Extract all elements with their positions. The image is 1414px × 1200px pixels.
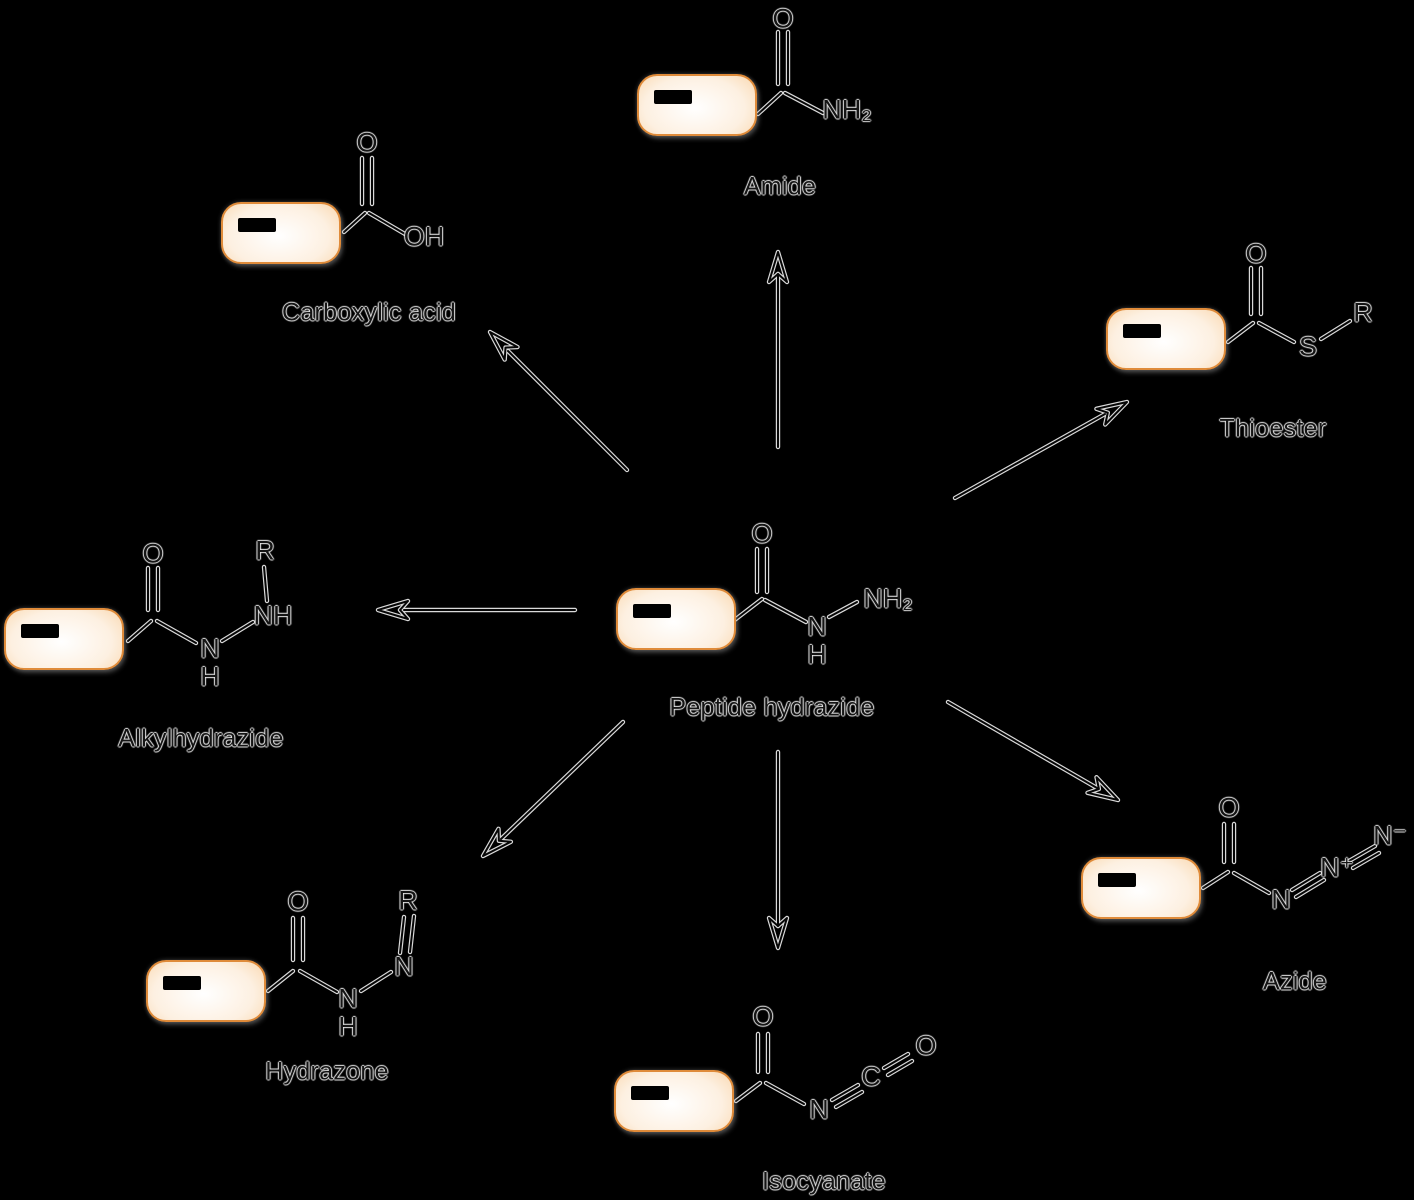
label-hydrazone: Hydrazone xyxy=(265,1057,389,1086)
atom-hydrogen: H xyxy=(807,639,827,670)
peptide-tag-bar-icon xyxy=(654,90,692,104)
peptide-pill-thioester xyxy=(1106,308,1226,370)
peptide-tag-bar-icon xyxy=(21,624,59,638)
peptide-pill-azide xyxy=(1081,857,1201,919)
peptide-pill-hydrazone xyxy=(146,960,266,1022)
atom-nitrogen-cation: N⁺ xyxy=(1320,852,1354,883)
atom-oxygen: O xyxy=(287,886,309,917)
atom-oxygen: O xyxy=(915,1030,937,1061)
peptide-tag-bar-icon xyxy=(633,604,671,618)
peptide-pill-isocyanate xyxy=(614,1070,734,1132)
label-thioester: Thioester xyxy=(1219,414,1327,443)
atom-r-group: R xyxy=(1353,297,1373,328)
atom-carbon: C xyxy=(861,1061,881,1092)
label-carboxylic-acid: Carboxylic acid xyxy=(281,298,457,327)
peptide-pill-carboxylic-acid xyxy=(221,202,341,264)
label-peptide-hydrazide: Peptide hydrazide xyxy=(669,693,875,722)
atom-oxygen: O xyxy=(751,518,773,549)
atom-oxygen: O xyxy=(1245,238,1267,269)
atom-hydroxyl: OH xyxy=(403,221,445,252)
atom-hydrogen: H xyxy=(338,1011,358,1042)
peptide-tag-bar-icon xyxy=(238,218,276,232)
peptide-tag-bar-icon xyxy=(1123,324,1161,338)
label-alkylhydrazide: Alkylhydrazide xyxy=(118,724,284,753)
atom-hydrogen: H xyxy=(200,661,220,692)
atom-r-group: R xyxy=(398,885,418,916)
atom-amine: NH₂ xyxy=(863,583,913,614)
label-isocyanate: Isocyanate xyxy=(762,1167,886,1196)
peptide-pill-alkylhydrazide xyxy=(4,608,124,670)
peptide-pill-center xyxy=(616,588,736,650)
peptide-tag-bar-icon xyxy=(163,976,201,990)
atom-oxygen: O xyxy=(142,538,164,569)
atom-r-group: R xyxy=(255,535,275,566)
label-azide: Azide xyxy=(1262,967,1328,996)
atom-oxygen: O xyxy=(356,127,378,158)
atom-nitrogen: N xyxy=(338,983,358,1014)
atom-oxygen: O xyxy=(772,3,794,34)
atom-nitrogen: N xyxy=(394,951,414,982)
atom-sulfur: S xyxy=(1298,331,1318,362)
atom-nitrogen-anion: N⁻ xyxy=(1373,820,1407,851)
atom-oxygen: O xyxy=(1218,792,1240,823)
atom-nitrogen: N xyxy=(1271,884,1291,915)
atom-amine: NH₂ xyxy=(822,94,872,125)
atom-nh-group: NH xyxy=(253,600,293,631)
atom-nitrogen: N xyxy=(807,611,827,642)
atom-oxygen: O xyxy=(752,1001,774,1032)
atom-nitrogen: N xyxy=(809,1094,829,1125)
peptide-pill-amide xyxy=(637,74,757,136)
label-amide: Amide xyxy=(743,172,817,201)
peptide-tag-bar-icon xyxy=(631,1086,669,1100)
atom-nitrogen: N xyxy=(200,633,220,664)
peptide-tag-bar-icon xyxy=(1098,873,1136,887)
